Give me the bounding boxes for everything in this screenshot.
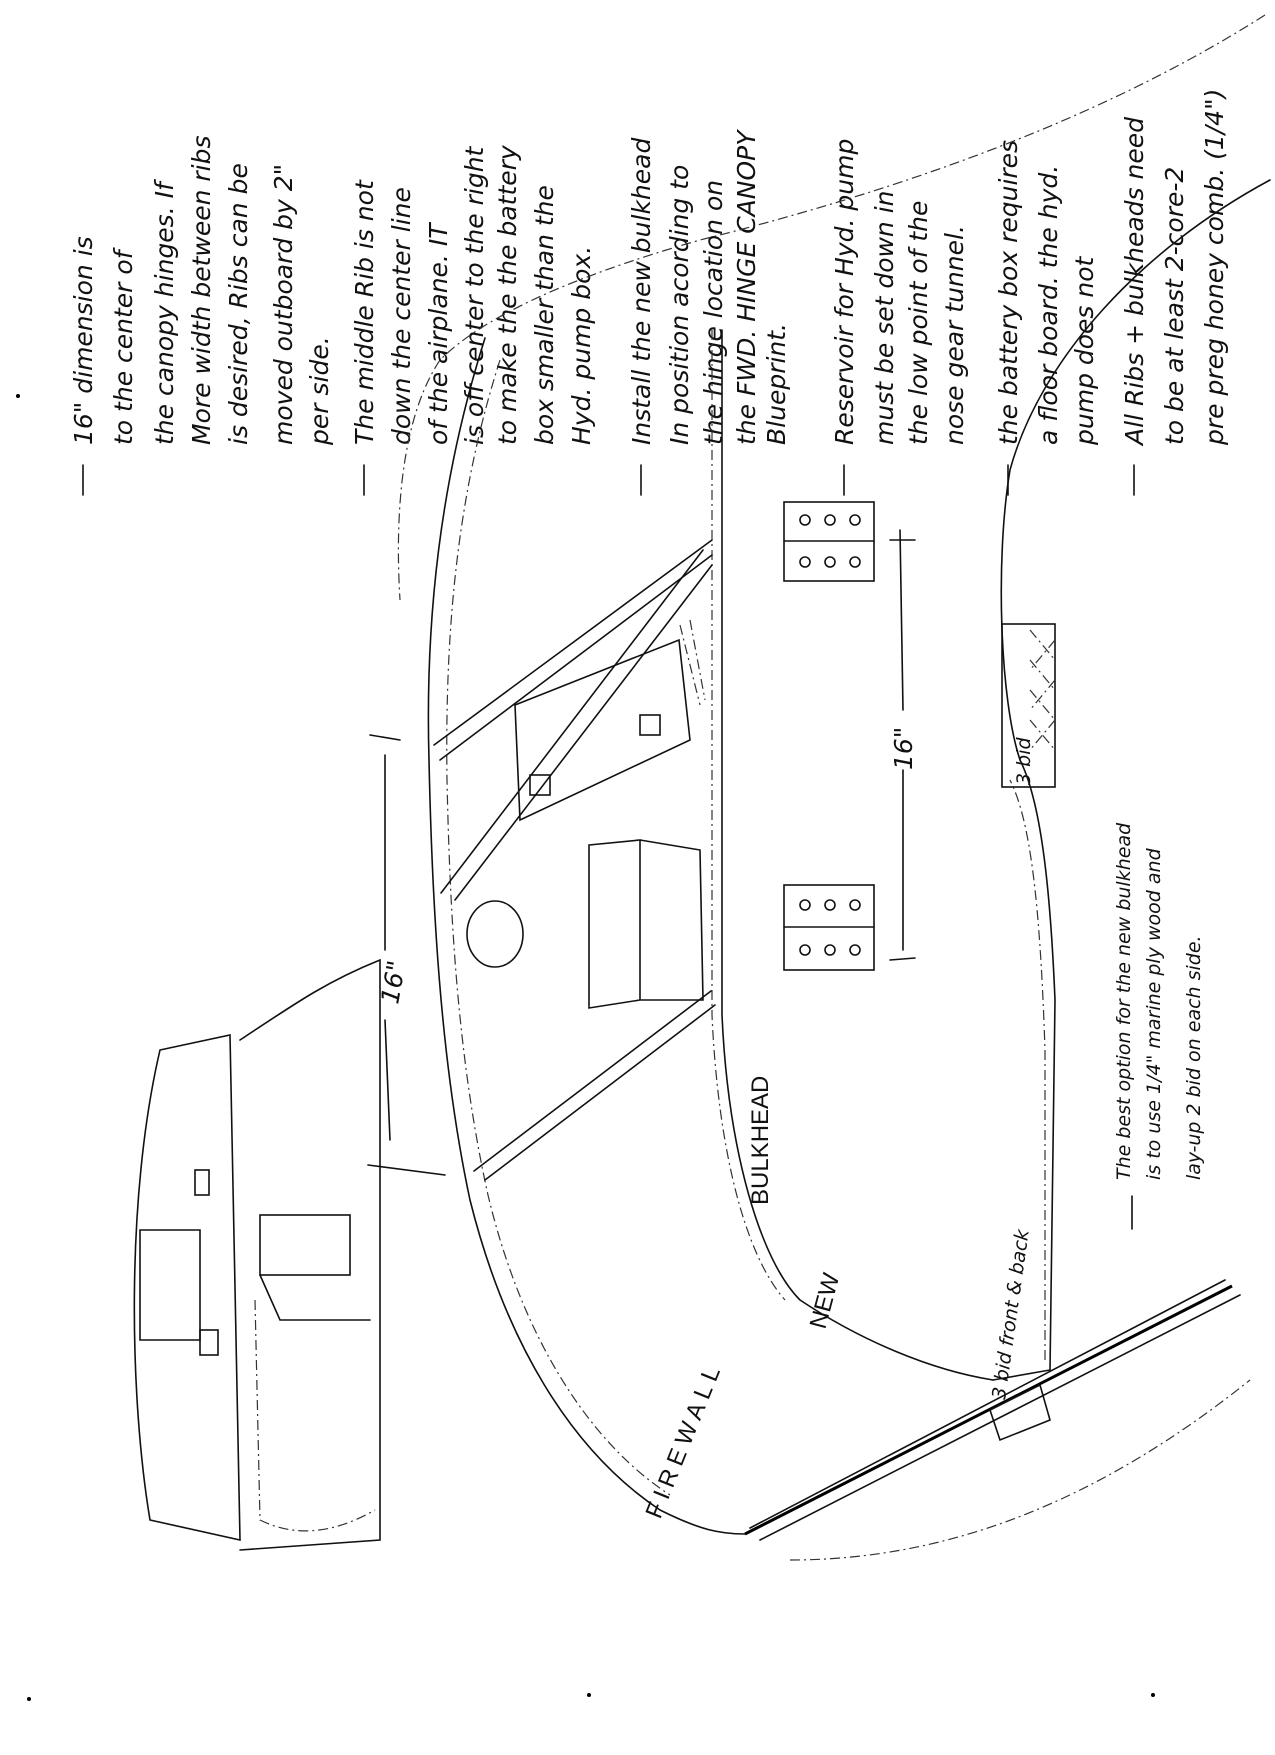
firewall-inner-line [446, 359, 671, 1496]
bulkhead-inner-line [711, 330, 786, 1301]
scan-dot [16, 394, 20, 398]
three-bid-front-back-box [989, 1383, 1051, 1442]
fuselage-drawing [16, 14, 1271, 1701]
right-side-outline [992, 179, 1271, 1381]
three-bid-reinforcement [1001, 623, 1056, 788]
battery-box [514, 638, 691, 822]
canopy-hinge [783, 501, 875, 582]
note-line: the canopy hinges. If [150, 179, 179, 445]
cockpit-lower-arc [789, 1379, 1251, 1561]
note-line: down the center line [387, 187, 416, 445]
canopy-hinge [783, 884, 875, 971]
scan-dot [587, 1693, 591, 1697]
bottom-note-line: The best option for the new bulkhead [1113, 822, 1135, 1180]
hyd-pump [588, 839, 704, 1009]
note-line: The middle Rib is not [350, 179, 379, 445]
note-line: a floor board. the hyd. [1034, 165, 1063, 445]
note-line: to the center of [109, 247, 138, 445]
rib-top [433, 539, 713, 761]
note-line: Reservoir for Hyd. pump [830, 139, 859, 445]
new-label: NEW [805, 1270, 846, 1331]
battery-terminal [529, 774, 551, 796]
rib-upper [440, 549, 713, 901]
dimension-label-left: 16" [375, 958, 411, 1006]
note-line: per side. [305, 336, 334, 446]
note-line: to be at least 2-core-2 [1160, 167, 1189, 445]
note-line: the battery box requires [994, 140, 1023, 445]
note-line: is off center to the right [460, 145, 489, 445]
cockpit-edge-line [744, 1284, 1233, 1536]
dimension-label-center: 16" [889, 727, 918, 770]
note-line: box smaller than the [530, 185, 559, 445]
note-line: the hinge location on [699, 180, 728, 445]
note-line: All Ribs + bulkheads need [1120, 117, 1149, 447]
firewall-outline [427, 337, 746, 1535]
cockpit-edge-line-2 [749, 1279, 1241, 1541]
canopy-outline [397, 14, 1266, 601]
dimension-line-left [367, 734, 446, 1176]
note-line: the low point of the [904, 201, 933, 445]
note-line: of the airplane. IT [424, 222, 453, 445]
firewall-label: FIREWALL [641, 1357, 729, 1522]
battery-terminal [639, 714, 661, 736]
note-line: Blueprint. [762, 323, 791, 445]
note-line: Install the new bulkhead [627, 138, 656, 445]
instrument-panel-block [133, 958, 381, 1551]
scan-dot [1151, 1693, 1155, 1697]
battery-box-hatch [679, 619, 706, 706]
note-line: More width between ribs [187, 136, 216, 446]
note-line: the FWD. HINGE CANOPY [732, 129, 761, 445]
note-line: pump does not [1070, 255, 1099, 446]
note-line: moved outboard by 2" [269, 164, 298, 445]
scan-dot [27, 1697, 31, 1701]
new-bulkhead-outline [721, 329, 994, 1381]
bottom-note-line: lay-up 2 bid on each side. [1183, 935, 1205, 1180]
note-line: pre preg honey comb. (1/4") [1200, 89, 1229, 446]
bulkhead-label: BULKHEAD [747, 1076, 774, 1205]
handwritten-notes: 16" dimension is to the center of the cano… [69, 89, 1229, 496]
hyd-reservoir [466, 900, 524, 968]
three-bid-label: 3 bid [1013, 737, 1035, 785]
bottom-note-line: is to use 1/4" marine ply wood and [1143, 847, 1165, 1180]
note-line: nose gear tunnel. [940, 225, 969, 445]
dimension-line-center [889, 529, 916, 961]
note-line: to make the the battery [493, 144, 522, 445]
rib-lower [473, 990, 716, 1181]
bottom-note: The best option for the new bulkhead is … [1113, 822, 1205, 1230]
note-line: 16" dimension is [69, 236, 98, 445]
note-line: In position acording to [665, 165, 694, 445]
note-line: must be set down in [870, 190, 899, 445]
note-line: is desired, Ribs can be [224, 163, 253, 445]
tunnel-line [1009, 779, 1046, 1360]
